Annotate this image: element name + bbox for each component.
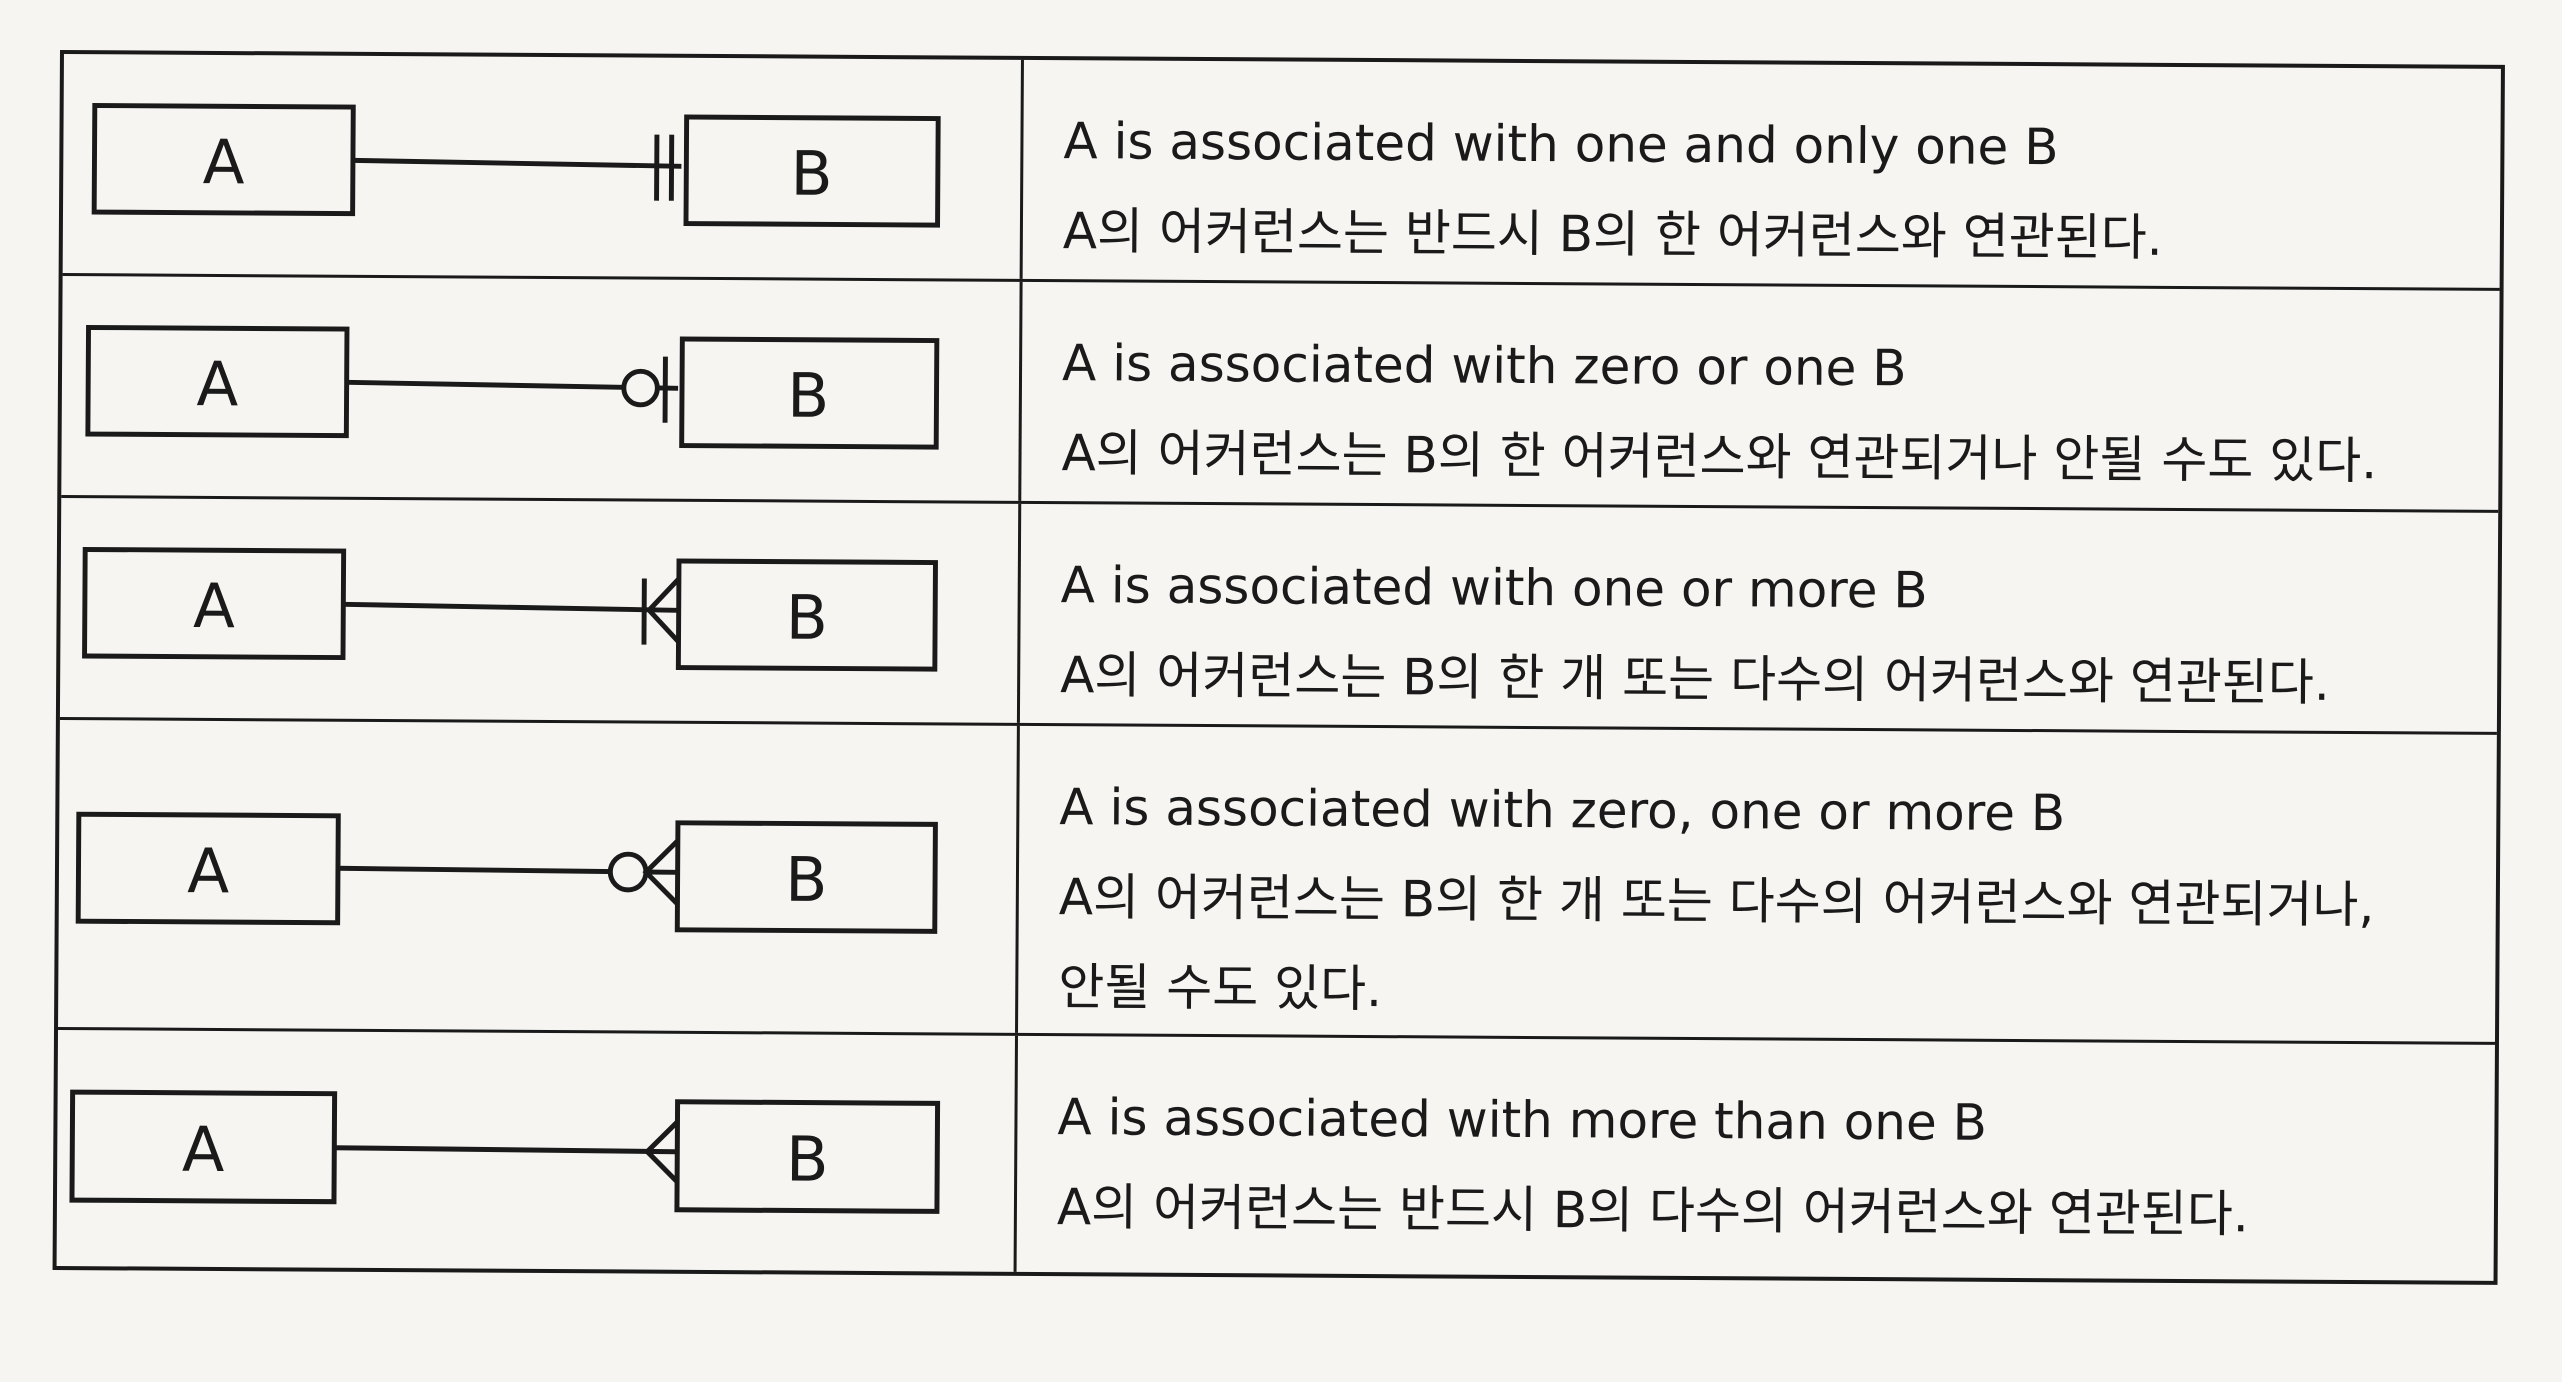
korean-description: A의 어커런스는 B의 한 어커런스와 연관되거나 안될 수도 있다. [1061, 424, 2378, 491]
diagram-cell: A B [56, 1030, 1018, 1272]
entity-a-label: A [193, 571, 235, 642]
entity-a-label: A [182, 1113, 225, 1186]
entity-b-box [674, 820, 938, 934]
cardinality-table: A B A is associated with one and only on… [52, 50, 2505, 1285]
english-description: A is associated with more than one B [1057, 1088, 1988, 1152]
table-row: A B A is associated with one and only on… [62, 54, 2501, 291]
entity-b-box [674, 1099, 941, 1214]
entity-b-label: B [785, 845, 828, 916]
description-cell: A is associated with more than one B A의 … [1017, 1036, 2495, 1281]
relationship-line [343, 601, 677, 613]
english-description: A is associated with zero or one B [1061, 334, 1907, 398]
korean-description: A의 어커런스는 반드시 B의 한 어커런스와 연관된다. [1062, 202, 2163, 267]
korean-description: A의 어커런스는 B의 한 개 또는 다수의 어커런스와 연관되거나, [1058, 868, 2375, 935]
zero-circle-icon [607, 851, 649, 893]
entity-a-label: A [203, 127, 245, 198]
more-than-one-diagram: A B [69, 1089, 941, 1214]
diagram-cell: A B [58, 720, 1020, 1033]
entity-a-label: A [196, 349, 238, 420]
one-or-more-diagram: A B [82, 546, 938, 672]
crows-foot-icon [642, 838, 680, 906]
table-row: A B A is associated with zero, one or mo… [58, 720, 2497, 1045]
entity-a-label: A [187, 836, 229, 907]
english-description: A is associated with one or more B [1060, 556, 1928, 620]
table-row: A B A is associated with one or more B A… [59, 498, 2499, 735]
description-cell: A is associated with one or more B A의 어커… [1020, 504, 2498, 732]
relationship-line [334, 1145, 676, 1155]
entity-b-box [679, 336, 940, 450]
entity-b-label: B [786, 1122, 829, 1195]
one-and-only-one-diagram: A B [91, 103, 941, 228]
zero-or-one-diagram: A B [85, 324, 940, 450]
description-cell: A is associated with zero or one B A의 어커… [1021, 282, 2499, 510]
zero-one-or-more-diagram: A B [75, 811, 938, 934]
diagram-cell: A B [62, 54, 1024, 279]
diagram-cell: A B [59, 498, 1022, 723]
diagram-cell: A B [61, 276, 1023, 501]
crows-foot-icon [645, 577, 681, 644]
description-cell: A is associated with one and only one B … [1023, 60, 2501, 288]
korean-description-continued: 안될 수도 있다. [1058, 958, 1383, 1019]
entity-a-box [85, 324, 350, 439]
english-description: A is associated with one and only one B [1063, 112, 2059, 177]
entity-b-label: B [787, 361, 829, 432]
entity-b-label: B [790, 139, 832, 210]
crows-foot-icon [643, 1120, 680, 1184]
table-row: A B A is associated with more than one B… [56, 1030, 2495, 1281]
entity-b-box [675, 558, 938, 672]
zero-circle-icon [621, 368, 660, 408]
description-cell: A is associated with zero, one or more B… [1018, 726, 2497, 1042]
korean-description: A의 어커런스는 반드시 B의 다수의 어커런스와 연관된다. [1056, 1178, 2249, 1244]
english-description: A is associated with zero, one or more B [1059, 778, 2066, 843]
entity-b-label: B [786, 583, 828, 654]
entity-b-box [683, 114, 941, 228]
relationship-line [352, 157, 682, 169]
table-row: A B A is associated with zero or one B A… [61, 276, 2500, 513]
korean-description: A의 어커런스는 B의 한 개 또는 다수의 어커런스와 연관된다. [1060, 646, 2330, 712]
